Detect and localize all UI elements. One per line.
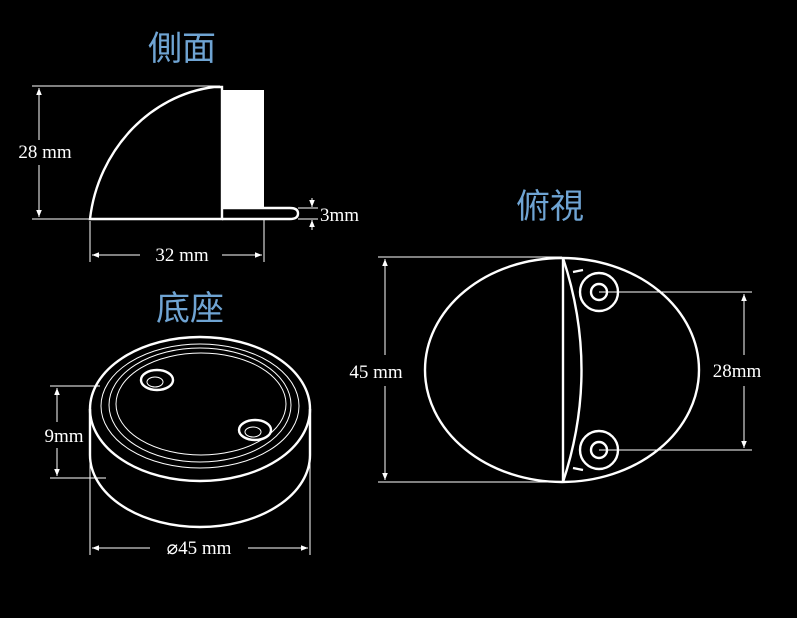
base-diameter-label: ⌀45 mm	[167, 538, 232, 559]
top-lens-curve	[561, 257, 583, 483]
top-height-label: 45 mm	[349, 362, 403, 383]
top-notch-top	[572, 268, 584, 274]
base-view: 底座 9mm ⌀45 mm	[40, 289, 312, 559]
base-top-ring-1	[100, 343, 300, 469]
side-height-label: 28 mm	[18, 142, 72, 163]
top-holes-label-bg	[704, 358, 770, 382]
base-view-title: 底座	[156, 289, 224, 329]
base-side-wall	[88, 409, 312, 529]
base-hole-right-outer	[237, 418, 273, 442]
side-base-plate	[222, 206, 300, 221]
side-height-label-bg	[8, 140, 82, 164]
side-width-label: 32 mm	[155, 245, 209, 266]
base-top-ring-3	[115, 352, 287, 456]
side-view: 側面 28 mm 3mm 32 mm	[8, 29, 359, 266]
base-hole-left-inner	[146, 376, 164, 388]
base-top-outer	[88, 335, 312, 483]
base-height-label: 9mm	[44, 426, 83, 447]
base-hole-left-outer	[139, 368, 175, 392]
plate-thickness-label: 3mm	[320, 205, 359, 226]
side-dome-profile	[88, 85, 224, 221]
side-view-title: 側面	[148, 29, 216, 69]
side-rubber-block	[222, 90, 264, 208]
top-holes-label: 28mm	[713, 361, 762, 382]
base-height-label-bg	[40, 424, 88, 448]
top-view-title: 俯視	[516, 187, 584, 227]
top-view: 俯視 45 mm 28mm	[349, 187, 770, 484]
top-notch-bottom	[572, 466, 584, 472]
base-hole-right-inner	[244, 426, 262, 438]
base-top-ring-2	[108, 347, 292, 463]
